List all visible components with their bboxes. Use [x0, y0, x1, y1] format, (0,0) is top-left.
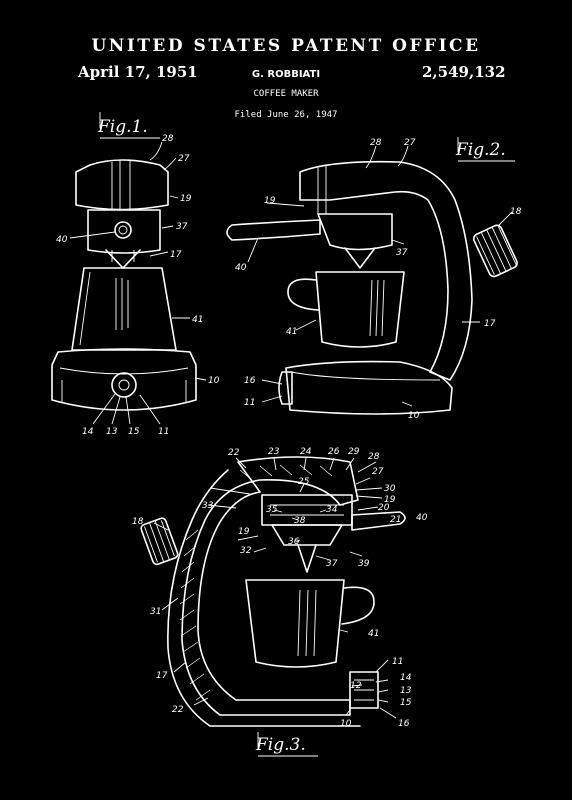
figure-1: Fig.1. 28 27 19 40 37 17 41 10 14 13 15 …: [51, 112, 220, 437]
fig1-label-40: 40: [56, 235, 68, 245]
fig2-label-37: 37: [396, 248, 408, 258]
fig3-label-21: 21: [390, 515, 401, 525]
fig3-label-12: 12: [350, 681, 362, 691]
fig2-label-10: 10: [408, 411, 420, 421]
fig3-label-15: 15: [400, 698, 412, 708]
fig3-label-19b: 19: [238, 527, 250, 537]
fig3-label-40: 40: [416, 513, 428, 523]
fig3-label-38: 38: [294, 516, 306, 526]
fig3-label-37: 37: [326, 559, 338, 569]
fig2-label-11: 11: [244, 398, 255, 408]
fig3-label-10: 10: [340, 719, 352, 729]
fig3-label-20: 20: [378, 503, 390, 513]
fig3-caption: Fig.3.: [255, 735, 306, 755]
figure-3: Fig.3. 22 23 24 26 29 28 27 25: [132, 447, 428, 757]
fig3-label-32: 32: [240, 546, 252, 556]
fig1-label-19: 19: [180, 194, 192, 204]
fig3-label-27b: 27: [372, 467, 384, 477]
fig1-label-28: 28: [162, 134, 174, 144]
patent-date: April 17, 1951: [78, 63, 198, 81]
figure-2: Fig.2. 28 27 18 19 40 37 41 17 16 11: [226, 137, 522, 421]
fig2-label-41: 41: [286, 327, 297, 337]
fig3-label-18: 18: [132, 517, 144, 527]
fig3-label-16: 16: [398, 719, 410, 729]
fig3-label-11: 11: [392, 657, 403, 667]
fig3-label-24: 24: [300, 447, 312, 457]
fig2-label-19: 19: [264, 196, 276, 206]
fig2-label-28: 28: [370, 138, 382, 148]
fig3-label-13: 13: [400, 686, 412, 696]
inventor-name: G. ROBBIATI: [251, 69, 321, 80]
fig3-label-14: 14: [400, 673, 412, 683]
fig3-label-23: 23: [268, 447, 280, 457]
fig2-caption: Fig.2.: [455, 140, 506, 160]
fig2-label-17: 17: [484, 319, 496, 329]
fig1-label-13: 13: [106, 427, 118, 437]
fig2-label-40: 40: [235, 263, 247, 273]
fig3-label-26: 26: [328, 447, 340, 457]
fig3-label-30: 30: [384, 484, 396, 494]
fig1-label-15: 15: [128, 427, 140, 437]
fig3-label-33: 33: [202, 501, 214, 511]
fig3-label-22b: 22: [172, 705, 184, 715]
fig3-label-35: 35: [266, 505, 278, 515]
fig3-label-28: 28: [368, 452, 380, 462]
fig1-label-41: 41: [192, 315, 203, 325]
fig1-label-14: 14: [82, 427, 94, 437]
fig3-label-19: 19: [384, 495, 396, 505]
fig3-label-29: 29: [348, 447, 360, 457]
invention-title: COFFEE MAKER: [253, 89, 319, 99]
fig3-label-25: 25: [298, 477, 310, 487]
fig1-caption: Fig.1.: [97, 117, 148, 137]
fig2-label-18: 18: [510, 207, 522, 217]
fig1-label-11: 11: [158, 427, 169, 437]
patent-number: 2,549,132: [422, 63, 506, 81]
fig1-label-10: 10: [208, 376, 220, 386]
fig2-label-16: 16: [244, 376, 256, 386]
patent-office-heading: UNITED STATES PATENT OFFICE: [91, 36, 481, 56]
fig3-label-34: 34: [326, 505, 338, 515]
fig3-label-41: 41: [368, 629, 379, 639]
fig1-label-37: 37: [176, 222, 188, 232]
fig3-label-22a: 22: [228, 448, 240, 458]
fig3-label-36: 36: [288, 537, 300, 547]
fig3-label-31: 31: [150, 607, 161, 617]
filing-date: Filed June 26, 1947: [234, 110, 338, 120]
fig2-label-27: 27: [404, 138, 416, 148]
fig3-label-17: 17: [156, 671, 168, 681]
fig1-label-27: 27: [178, 154, 190, 164]
fig3-label-39: 39: [358, 559, 370, 569]
fig1-label-17: 17: [170, 250, 182, 260]
